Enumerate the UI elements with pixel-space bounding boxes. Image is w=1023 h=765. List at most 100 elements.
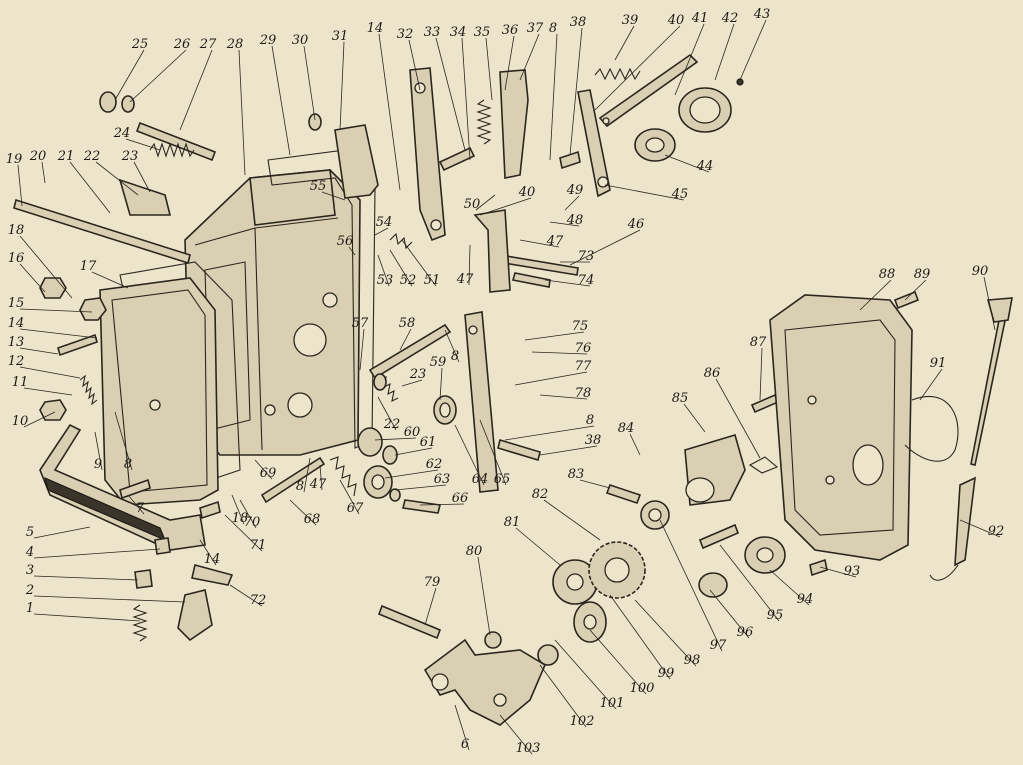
part-number-17: 17 [80,259,97,274]
part-number-41: 41 [691,11,709,26]
leader-line-60 [374,437,417,441]
leader-line-4 [33,548,161,559]
leader-line-70 [239,499,257,529]
part-number-50: 50 [464,197,481,212]
leader-line-90 [983,276,996,331]
leader-line-28 [238,49,246,176]
leader-line-25 [114,49,145,101]
leader-line-27 [179,49,213,131]
part-number-99: 99 [658,666,675,681]
leader-line-32 [408,39,421,91]
part-number-22: 22 [383,417,401,432]
leader-line-65 [479,419,507,486]
leader-line-30 [303,45,316,121]
part-number-15: 15 [8,296,25,311]
part-number-8: 8 [549,21,557,36]
leader-line-64 [454,424,485,486]
leader-line-7 [127,494,145,515]
leader-line-9 [94,431,103,471]
leader-line-39 [614,25,635,61]
part-number-2: 2 [25,583,34,598]
leader-line-82 [543,499,601,541]
leader-line-48 [549,221,580,227]
leader-line-8 [114,411,133,471]
part-number-39: 39 [622,13,639,28]
part-number-89: 89 [914,267,931,282]
part-number-55: 55 [310,179,327,194]
leader-line-14 [378,33,401,191]
leader-line-36 [504,35,515,91]
leader-line-68 [289,499,317,526]
leader-line-96 [709,589,750,639]
part-number-23: 23 [409,367,427,382]
part-number-47: 47 [456,272,474,287]
leader-line-2 [33,595,186,603]
part-number-74: 74 [578,273,595,288]
part-number-59: 59 [430,355,447,370]
leader-line-91 [919,368,943,401]
leader-line-42 [714,23,735,81]
leader-line-31 [339,41,345,131]
part-number-40: 40 [518,185,536,200]
part-number-63: 63 [434,472,451,487]
leader-line-21 [69,161,111,214]
leader-line-85 [683,403,706,433]
part-number-82: 82 [532,487,549,502]
part-number-69: 69 [260,466,277,481]
leader-line-103 [499,714,533,755]
part-number-87: 87 [750,335,767,350]
part-number-14: 14 [367,21,384,36]
leader-line-1 [33,613,141,622]
leader-line-87 [759,347,763,401]
leader-line-23 [133,161,151,193]
leader-line-84 [629,433,641,456]
leader-line-3 [33,575,139,581]
part-number-60: 60 [404,425,421,440]
leader-line-12 [19,366,81,379]
leader-line-37 [519,33,540,81]
leader-line-86 [715,378,761,459]
part-number-18: 18 [232,511,249,526]
leader-line-47 [468,244,471,286]
part-number-24: 24 [113,126,131,141]
leader-line-78 [539,394,588,400]
part-number-66: 66 [452,491,469,506]
part-number-34: 34 [450,25,467,40]
leader-line-101 [554,639,617,710]
part-number-77: 77 [575,359,592,374]
part-number-10: 10 [12,414,29,429]
leader-line-17 [91,271,129,289]
part-number-8: 8 [296,479,304,494]
part-number-38: 38 [570,15,587,30]
leader-line-41 [674,23,705,96]
part-number-86: 86 [704,366,721,381]
part-number-47: 47 [546,234,564,249]
leader-line-75 [524,331,585,341]
leader-line-72 [229,584,263,607]
leader-line-89 [904,279,927,301]
leader-line-79 [424,587,437,626]
leader-line-29 [271,45,291,156]
leader-line-51 [401,239,437,287]
part-number-35: 35 [474,25,491,40]
leader-line-35 [485,37,493,101]
leader-line-46 [569,229,641,266]
part-number-5: 5 [26,525,34,540]
sleeve-assembly [684,434,786,598]
part-number-71: 71 [250,538,267,553]
leader-line-5 [33,526,91,539]
part-number-92: 92 [988,524,1005,539]
leader-line-80 [477,556,491,636]
leader-line-8 [444,329,460,363]
leader-line-38 [569,27,583,156]
part-number-4: 4 [25,545,34,560]
part-number-16: 16 [8,251,25,266]
top-right-parts [598,53,744,162]
part-number-3: 3 [26,563,34,578]
leader-line-61 [394,447,433,456]
part-number-40: 40 [667,13,685,28]
leader-line-38 [539,445,598,456]
part-number-90: 90 [972,264,989,279]
leader-line-18 [19,235,73,299]
part-number-11: 11 [12,375,29,390]
